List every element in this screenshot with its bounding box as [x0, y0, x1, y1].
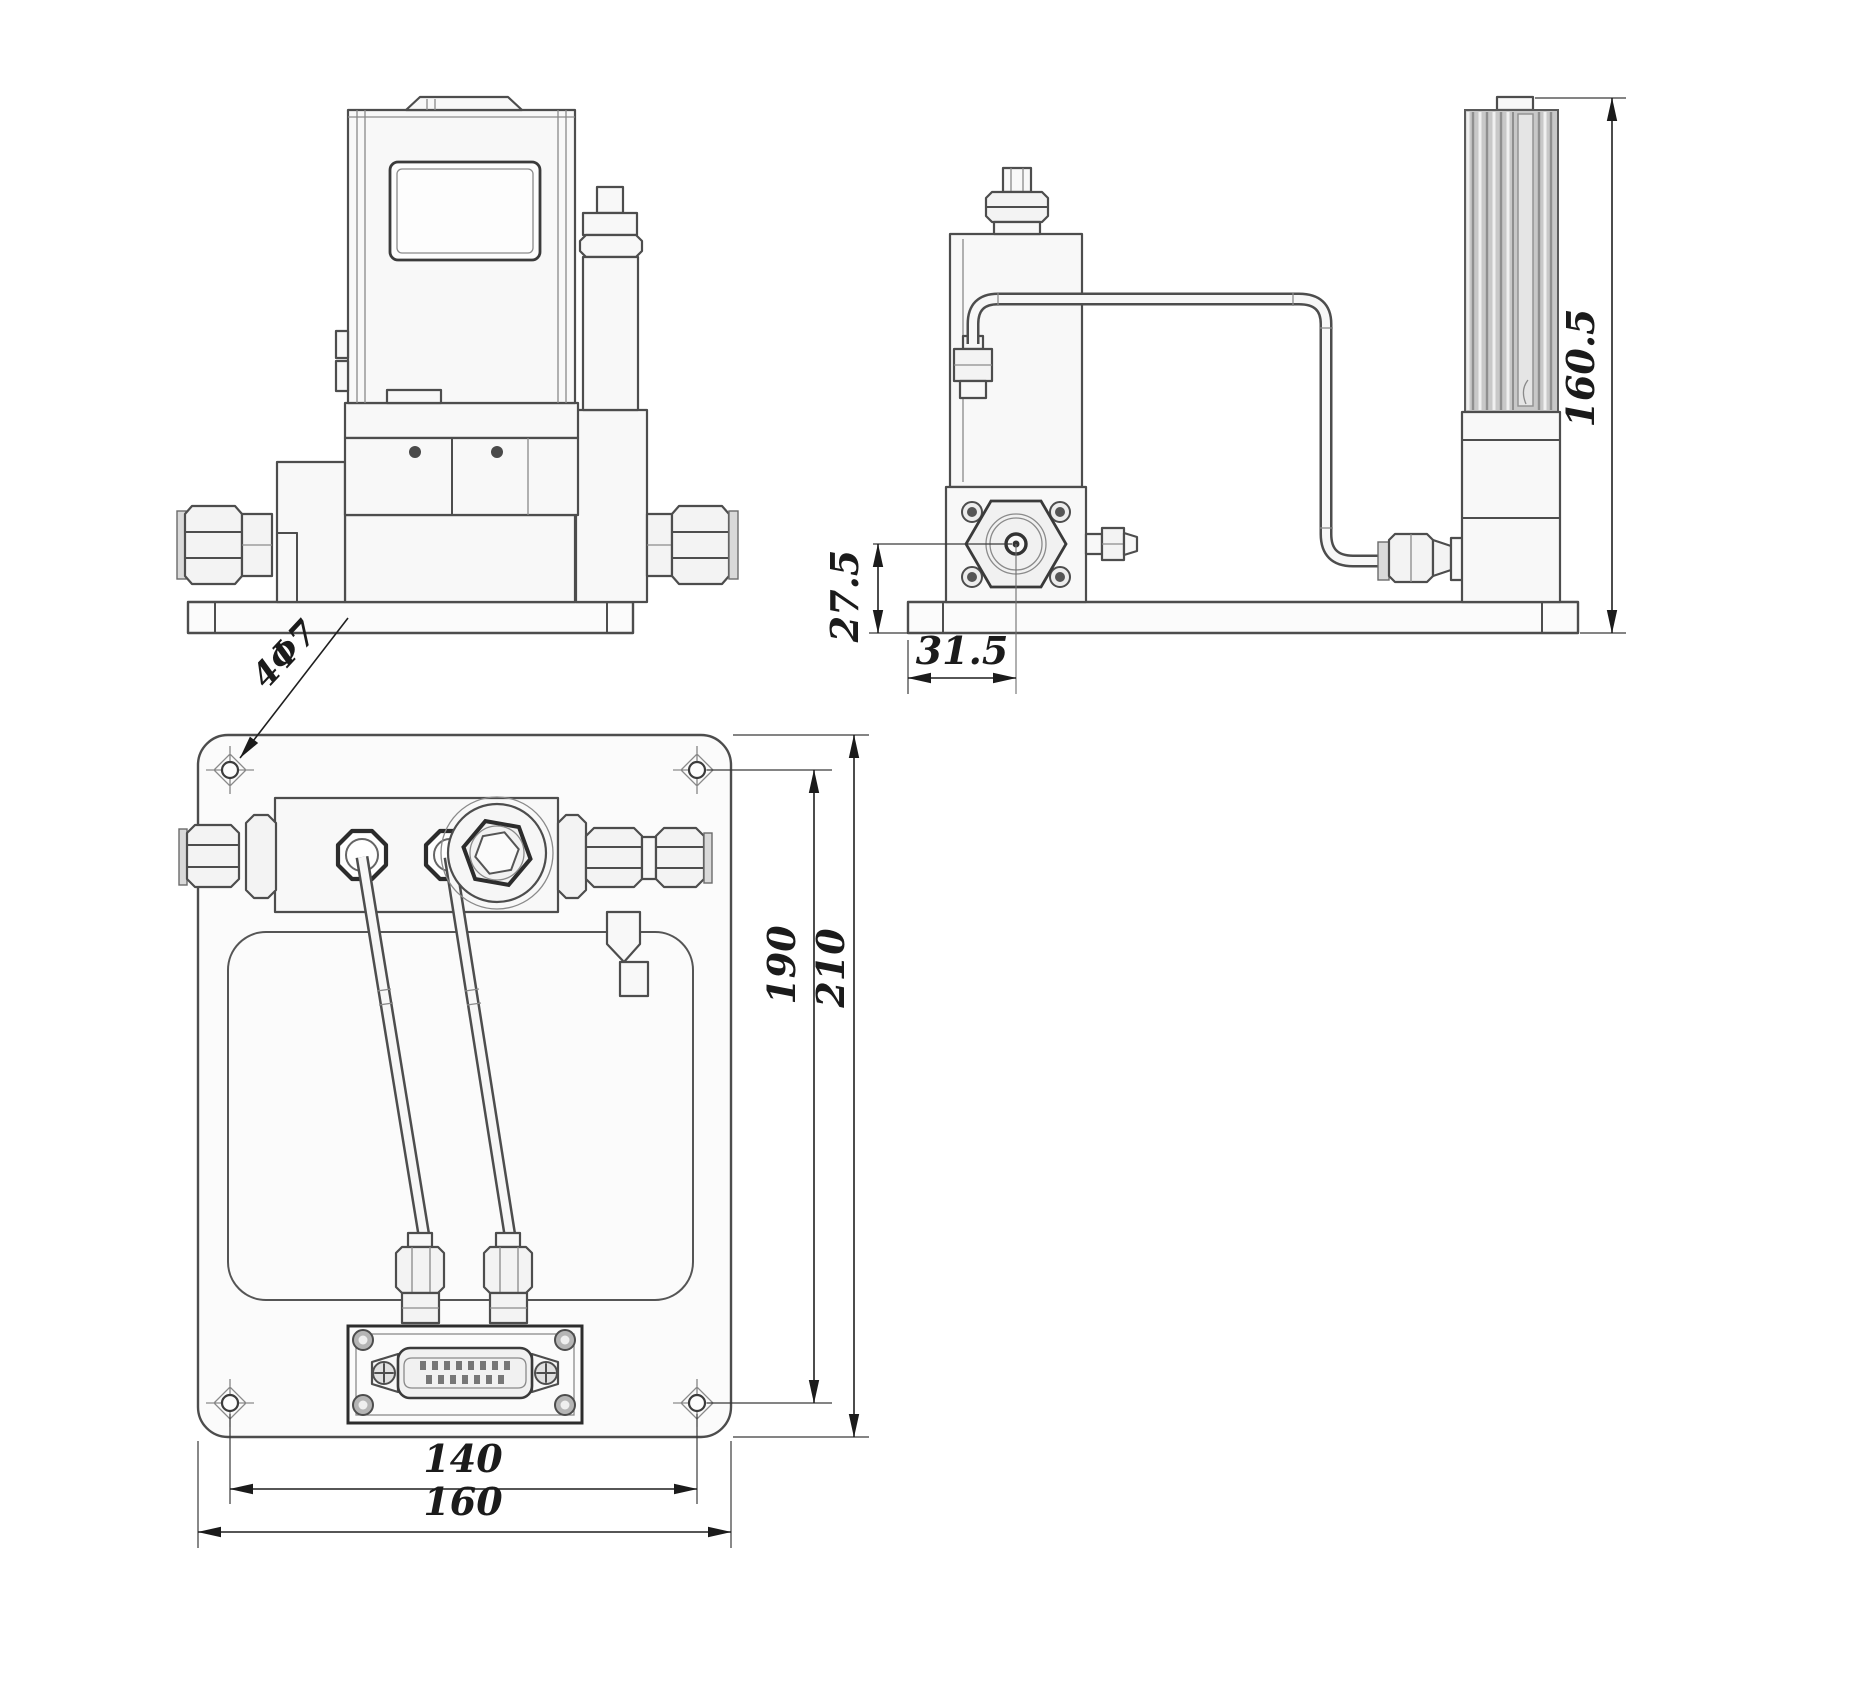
top-handle	[404, 95, 524, 112]
dim-hole-pitch-h: 140	[229, 1414, 698, 1504]
plan-left-fitting	[178, 813, 278, 900]
side-tube-entry-fitting	[952, 334, 994, 400]
front-lower-body	[275, 408, 649, 604]
dim-port-height: 27.5	[822, 543, 1012, 644]
mounting-hole	[673, 1379, 721, 1427]
capillary-tubes	[355, 855, 517, 1238]
dim-overall-height: 160.5	[1535, 97, 1626, 634]
mounting-hole	[206, 1379, 254, 1427]
front-left-fitting	[176, 504, 274, 586]
mounting-hole	[206, 746, 254, 794]
jack-screws	[372, 1361, 558, 1385]
tube-fitting-1	[394, 1231, 446, 1325]
screw-dot	[409, 446, 421, 458]
connector-plate	[346, 1324, 584, 1425]
gauge-port-1	[335, 828, 389, 882]
side-base-plate	[906, 600, 1580, 635]
dsub-connector	[370, 1346, 560, 1400]
connector-corner-screws	[352, 1329, 576, 1416]
front-connector-stack	[578, 185, 644, 412]
dim-label-210: 210	[808, 928, 853, 1009]
display-screen	[388, 160, 542, 262]
dim-plate-length: 210	[733, 734, 869, 1438]
dim-label-31-5: 31.5	[916, 628, 1009, 673]
dim-label-160-5: 160.5	[1558, 309, 1603, 428]
hex-plug	[440, 796, 554, 910]
front-display-module	[334, 95, 577, 405]
front-right-fitting	[645, 504, 739, 586]
screw-dot	[491, 446, 503, 458]
side-tube-fitting	[1377, 532, 1468, 584]
tube-fitting-2	[482, 1231, 534, 1325]
dim-label-190: 190	[759, 925, 804, 1005]
plan-right-fitting	[556, 813, 713, 900]
side-view: 27.5 31.5 160.5	[822, 95, 1626, 694]
dsub-pins	[420, 1361, 510, 1384]
dim-label-27-5: 27.5	[822, 550, 867, 644]
dim-port-offset: 31.5	[907, 544, 1017, 694]
heatsink-column	[1460, 95, 1562, 604]
dim-plate-width: 160	[197, 1441, 732, 1548]
side-small-fitting	[1084, 526, 1139, 562]
purge-tube	[966, 292, 1380, 568]
dim-label-140: 140	[423, 1436, 503, 1481]
plan-view: 4Φ7 190 210 140 160	[178, 612, 869, 1548]
side-top-fitting	[984, 166, 1050, 236]
front-base-plate	[186, 600, 635, 635]
front-valve-block	[343, 401, 580, 517]
front-view	[176, 95, 739, 635]
dim-hole-pitch-v: 190	[707, 769, 832, 1404]
sensor-tab	[605, 910, 650, 998]
flange-screws	[961, 501, 1071, 588]
dim-label-160: 160	[423, 1479, 503, 1524]
